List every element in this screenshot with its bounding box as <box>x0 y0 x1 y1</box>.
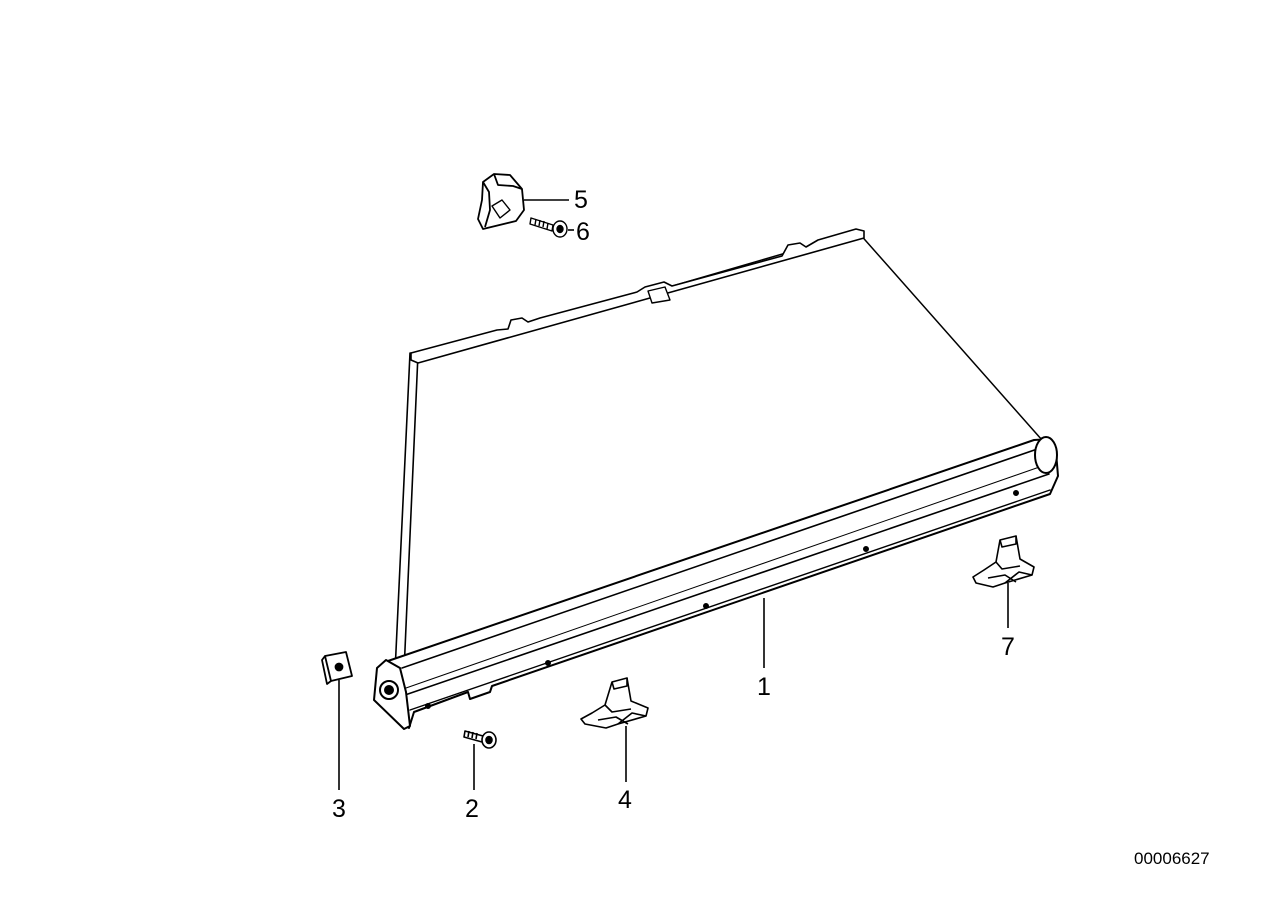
leader-lines <box>338 199 1009 790</box>
part-4-bracket <box>580 677 649 729</box>
mount-hole <box>545 660 551 666</box>
callout-4: 4 <box>618 786 632 814</box>
cassette-front-edge <box>404 473 1050 696</box>
part-3-clip-nut <box>321 651 353 685</box>
callout-5: 5 <box>574 186 588 214</box>
mount-hole <box>1013 490 1019 496</box>
cassette-groove <box>405 463 1049 689</box>
part-7-bracket <box>972 535 1035 588</box>
cassette-bottom-edge <box>409 489 1051 711</box>
part-2-screw <box>463 730 497 749</box>
callout-3: 3 <box>332 795 346 823</box>
callout-6: 6 <box>576 218 590 246</box>
pivot-inner <box>384 685 394 695</box>
part-5-cover-cap <box>477 173 525 230</box>
callout-1: 1 <box>757 673 771 701</box>
top-bar-tab <box>647 286 671 304</box>
callout-7: 7 <box>1001 633 1015 661</box>
top-pull-bar <box>410 228 865 364</box>
part-6-screw <box>529 217 568 238</box>
mount-hole <box>703 603 709 609</box>
cassette-top-edge <box>401 445 1047 669</box>
part-1-roller-cover <box>373 228 1059 730</box>
diagram-reference-number: 00006627 <box>1134 849 1210 868</box>
mount-hole <box>863 546 869 552</box>
right-end-cap <box>1034 436 1058 474</box>
mount-hole <box>425 703 431 709</box>
callout-2: 2 <box>465 795 479 823</box>
